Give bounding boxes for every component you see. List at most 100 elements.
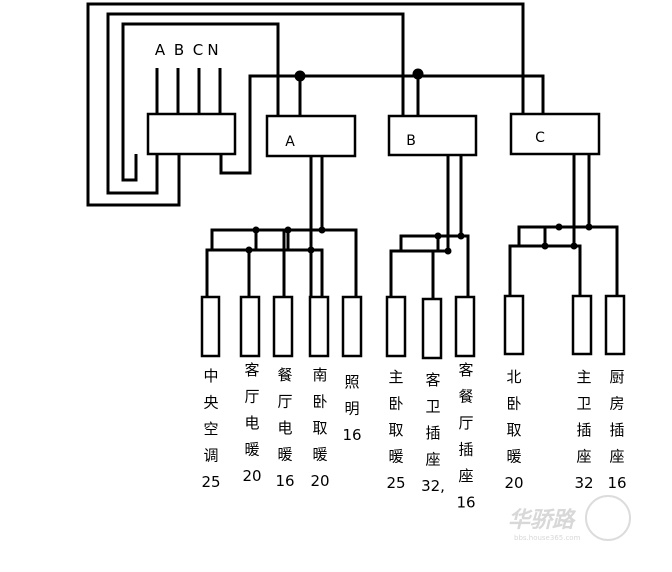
circuit-rating: 16: [275, 472, 294, 490]
circuit-label-char: 插: [425, 424, 440, 442]
circuit-label-char: 南: [312, 366, 327, 384]
bus-a-low: [205, 248, 324, 297]
circuit-label-char: 餐: [277, 366, 292, 384]
circuit-label-char: 客: [458, 361, 473, 379]
circuit-rating: 25: [201, 473, 220, 491]
breaker-11: [604, 294, 626, 356]
circuit-label-char: 厅: [244, 388, 259, 406]
bus-c-top: [517, 225, 619, 296]
circuit-label-char: 主: [388, 368, 403, 386]
circuit-label-char: 客: [244, 361, 259, 379]
circuit-rating: 25: [386, 474, 405, 492]
circuit-label-5: 照明 16: [342, 373, 361, 444]
circuit-rating: 16: [607, 474, 626, 492]
circuit-label-char: 卧: [506, 395, 521, 413]
breaker-7: [421, 297, 443, 360]
circuit-rating: 20: [242, 467, 261, 485]
box-b-label: B: [406, 133, 416, 149]
circuit-label-char: 卫: [425, 398, 440, 416]
circuit-label-char: 主: [576, 368, 591, 386]
circuit-label-char: 央: [203, 394, 218, 412]
phase-label-b: B: [174, 41, 184, 59]
junction-dot: [555, 223, 563, 231]
circuit-label-char: 照: [344, 373, 359, 391]
circuit-label-char: 电: [277, 419, 292, 437]
circuit-label-char: 厅: [277, 393, 292, 411]
circuit-label-char: 暖: [244, 441, 259, 459]
junction-dot: [318, 226, 326, 234]
watermark: 华骄路 bbs.house365.com: [508, 495, 631, 542]
junction-dots: [245, 68, 593, 255]
breaker-5: [341, 295, 363, 358]
circuit-label-char: 电: [244, 414, 259, 432]
breaker-6: [385, 295, 407, 358]
junction-dot: [541, 242, 549, 250]
junction-dot: [307, 246, 315, 254]
circuit-label-char: 卧: [388, 395, 403, 413]
breaker-2: [239, 295, 261, 358]
watermark-text: 华骄路: [508, 507, 577, 533]
phase-labels: A B C N: [155, 41, 219, 59]
breaker-1: [200, 295, 221, 358]
box-c-label: C: [535, 130, 545, 146]
box-c: [509, 112, 601, 156]
circuit-label-char: 暖: [506, 448, 521, 466]
circuit-label-char: 厅: [458, 414, 473, 432]
phase-label-a: A: [155, 41, 166, 59]
wiring-lines: [86, 2, 545, 207]
junction-dot: [245, 246, 253, 254]
watermark-circle: [585, 495, 631, 541]
circuit-label-char: 餐: [458, 388, 473, 406]
circuit-rating: 32: [574, 474, 593, 492]
junction-dot: [585, 223, 593, 231]
circuit-label-char: 插: [609, 421, 624, 439]
circuit-rating: 16: [342, 426, 361, 444]
circuit-label-char: 明: [344, 400, 359, 418]
breaker-9: [503, 294, 525, 356]
circuit-label-char: 座: [609, 448, 624, 466]
wire-loop-c: [86, 2, 525, 207]
bus-c-low: [508, 244, 582, 296]
circuit-label-char: 插: [458, 441, 473, 459]
circuit-label-char: 空: [203, 420, 218, 438]
circuit-label-char: 房: [609, 395, 624, 413]
junction-dot: [444, 247, 452, 255]
junction-dot: [284, 226, 292, 234]
circuit-label-char: 调: [203, 447, 218, 465]
branch-wiring: [205, 154, 619, 299]
junction-dot: [412, 68, 424, 80]
circuit-label-char: 卫: [576, 395, 591, 413]
circuit-label-char: 暖: [277, 446, 292, 464]
circuit-label-char: 暖: [388, 448, 403, 466]
junction-dot: [457, 232, 465, 240]
breaker-4: [308, 295, 330, 358]
circuit-labels: 中央空调25客厅电暖20餐厅电暖16南卧取暖20照明16主卧取暖25客卫插座32…: [201, 361, 626, 512]
phase-label-n: N: [207, 41, 218, 59]
circuit-label-char: 取: [312, 419, 327, 437]
breaker-3: [272, 295, 294, 358]
box-a: [265, 114, 357, 158]
circuit-label-char: 客: [425, 371, 440, 389]
junction-dot: [252, 226, 260, 234]
box-a-label: A: [285, 134, 295, 150]
circuit-label-char: 座: [576, 448, 591, 466]
junction-dot: [570, 242, 578, 250]
circuit-rating: 20: [504, 474, 523, 492]
circuit-rating: 32,: [421, 477, 445, 495]
circuit-label-char: 厨: [609, 368, 624, 386]
junction-dot: [434, 232, 442, 240]
main-source-box: [146, 112, 237, 156]
phase-label-c: C: [193, 41, 203, 59]
circuit-label-char: 取: [388, 421, 403, 439]
circuit-label-char: 卧: [312, 393, 327, 411]
watermark-subtext: bbs.house365.com: [514, 534, 581, 542]
wire-neutral: [219, 74, 545, 175]
breaker-10: [571, 294, 593, 356]
wire-loop-b: [106, 12, 405, 195]
